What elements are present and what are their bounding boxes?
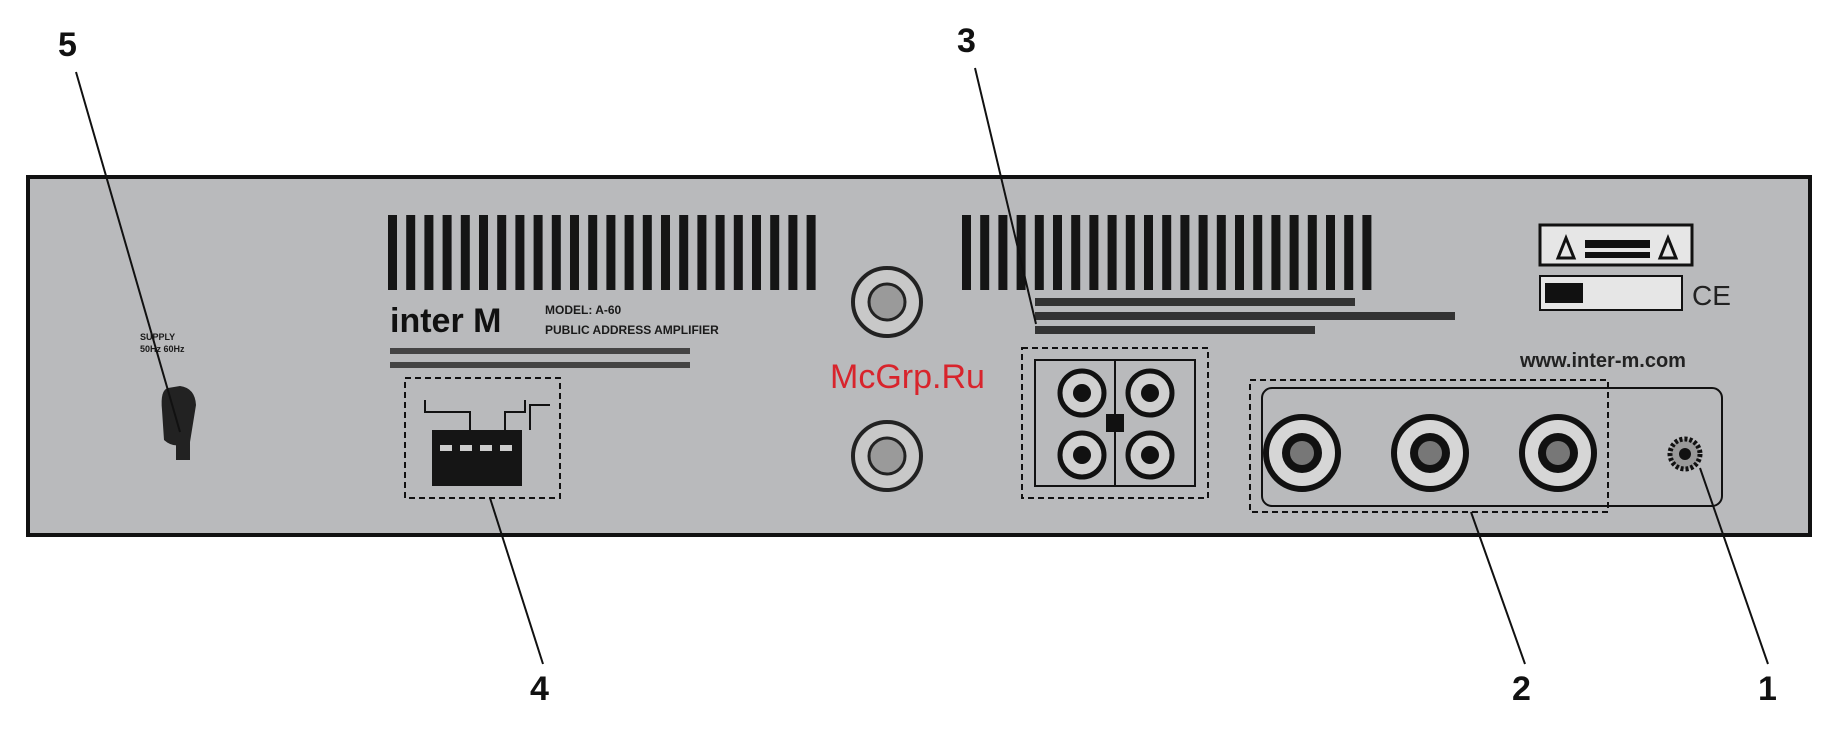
vent-slot <box>588 215 597 290</box>
ce-mark: CE <box>1692 280 1731 311</box>
vent-slot <box>443 215 452 290</box>
vent-slot <box>770 215 779 290</box>
callout-2: 2 <box>1512 670 1531 708</box>
vent-slot <box>962 215 971 290</box>
vent-slot <box>479 215 488 290</box>
vent-slot <box>515 215 524 290</box>
vent-slot <box>461 215 470 290</box>
vent-slot <box>1108 215 1117 290</box>
vent-slot <box>406 215 415 290</box>
warning-label <box>1540 225 1692 265</box>
vent-slot <box>807 215 816 290</box>
vent-slot <box>1290 215 1299 290</box>
vent-slot <box>1235 215 1244 290</box>
vent-slot <box>752 215 761 290</box>
vent-slot <box>497 215 506 290</box>
vent-slot <box>1053 215 1062 290</box>
trim-knob <box>1670 439 1700 469</box>
vent-slot <box>661 215 670 290</box>
vent-slot <box>1089 215 1098 290</box>
vent-slot <box>570 215 579 290</box>
brand-logo: inter M <box>390 302 501 340</box>
vent-slot <box>1162 215 1171 290</box>
callout-4: 4 <box>530 670 549 708</box>
vent-slot <box>606 215 615 290</box>
callout-5: 5 <box>58 26 77 64</box>
vent-slot <box>1199 215 1208 290</box>
amplifier-type-label: PUBLIC ADDRESS AMPLIFIER <box>545 323 719 337</box>
vent-slot <box>998 215 1007 290</box>
model-label: MODEL: A-60 <box>545 303 622 317</box>
screw-top <box>853 268 921 336</box>
vent-slot <box>1344 215 1353 290</box>
vent-slot <box>679 215 688 290</box>
vent-slot <box>1071 215 1080 290</box>
vent-slot <box>1126 215 1135 290</box>
vent-slot <box>716 215 725 290</box>
svg-text:50Hz 60Hz: 50Hz 60Hz <box>140 344 185 354</box>
vent-slot <box>1362 215 1371 290</box>
vent-slot <box>1308 215 1317 290</box>
watermark: McGrp.Ru <box>830 358 985 396</box>
vent-slot <box>1253 215 1262 290</box>
vent-slot <box>697 215 706 290</box>
vent-slot <box>980 215 989 290</box>
vent-slot <box>1035 215 1044 290</box>
vent-slot <box>1180 215 1189 290</box>
vent-slot <box>734 215 743 290</box>
vent-slot <box>552 215 561 290</box>
vent-grille-right <box>962 215 1371 290</box>
vent-slot <box>1144 215 1153 290</box>
svg-text:SUPPLY: SUPPLY <box>140 332 175 342</box>
vent-slot <box>388 215 397 290</box>
serial-label: CE <box>1540 276 1731 311</box>
vent-slot <box>1271 215 1280 290</box>
vent-slot <box>424 215 433 290</box>
vent-slot <box>1217 215 1226 290</box>
vent-slot <box>788 215 797 290</box>
screw-bottom <box>853 422 921 490</box>
callout-1: 1 <box>1758 670 1777 708</box>
website-label: www.inter-m.com <box>1519 350 1686 372</box>
vent-slot <box>1326 215 1335 290</box>
vent-slot <box>643 215 652 290</box>
vent-slot <box>625 215 634 290</box>
vent-slot <box>534 215 543 290</box>
callout-3: 3 <box>957 22 976 60</box>
